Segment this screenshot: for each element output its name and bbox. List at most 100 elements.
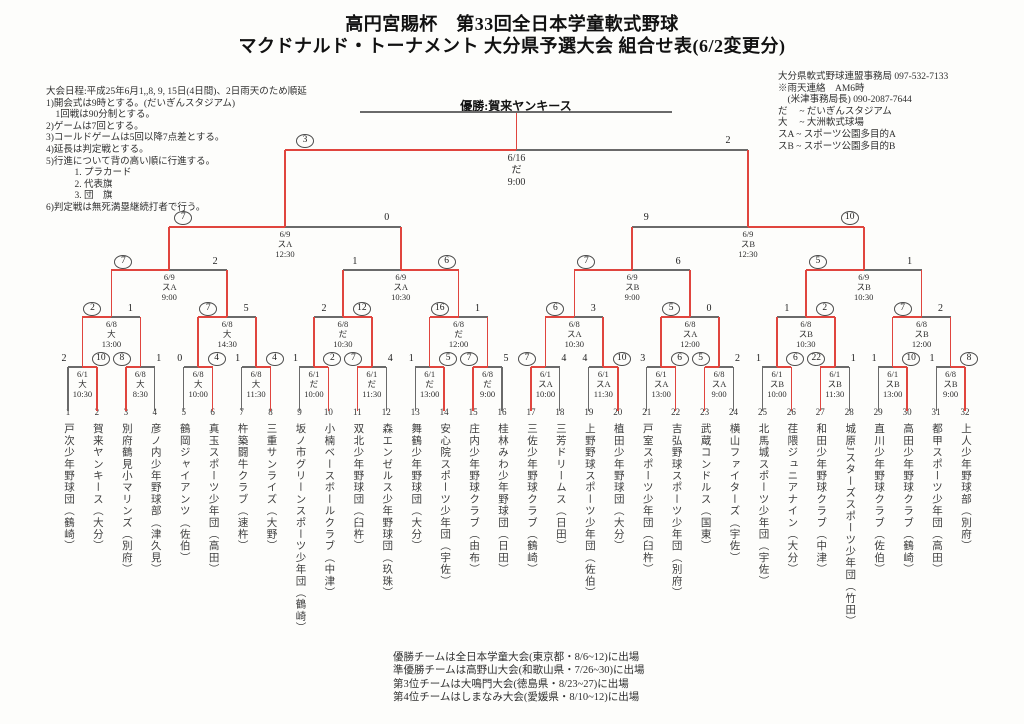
team-name: 吉弘野球スポーツ少年団（別府）	[670, 423, 682, 599]
bracket-line-v	[67, 367, 69, 411]
game-info: 6/1 スB 13:00	[882, 369, 903, 399]
game-info: 6/8 スA 9:00	[711, 369, 727, 399]
game-info: 6/8 大 14:30	[217, 319, 237, 349]
game-score: 1	[127, 303, 133, 314]
page-title: 高円宮賜杯 第33回全日本学童軟式野球 マクドナルド・トーナメント 大分県予選大…	[0, 13, 1024, 57]
game-score: 2	[938, 303, 944, 314]
bracket-line-h	[313, 366, 329, 368]
bracket-line-h	[574, 316, 604, 318]
bracket-line-v	[371, 317, 373, 367]
team-number: 2	[94, 407, 100, 417]
champion-line-h	[360, 111, 672, 113]
team-number: 26	[786, 407, 796, 417]
bracket-line-h	[661, 316, 691, 318]
team-number: 18	[555, 407, 565, 417]
game-score-winner: 3	[296, 134, 314, 148]
bracket-line-v	[530, 367, 532, 411]
game-info: 6/8 スB 10:30	[796, 319, 816, 349]
game-info: 6/8 だ 12:00	[448, 319, 469, 349]
bracket-line-h	[719, 366, 734, 368]
bracket-line-v	[833, 317, 836, 367]
bracket-line-h	[574, 269, 633, 271]
bracket-line-h	[588, 366, 604, 368]
game-info: 6/8 スA 12:00	[680, 319, 700, 349]
game-score: 5	[503, 353, 509, 364]
game-score-winner: 10	[840, 211, 859, 225]
tournament-rules-note: 大会日程:平成25年6月1,,8, 9, 15日(4日間)、2日雨天のため順延 …	[46, 87, 307, 213]
team-name: 舞鶴少年野球団（大分）	[410, 423, 422, 552]
bracket-line-v	[616, 367, 619, 411]
bracket-line-v	[790, 367, 793, 411]
bracket-line-h	[82, 316, 112, 318]
bracket-line-v	[168, 227, 171, 270]
bracket-line-h	[198, 316, 228, 318]
game-info: 6/9 スB 12:30	[738, 229, 758, 259]
bracket-line-h	[415, 366, 430, 368]
bracket-line-v	[443, 367, 445, 411]
bracket-line-v	[776, 317, 778, 367]
bracket-line-h	[661, 366, 676, 368]
game-score-winner: 6	[670, 352, 689, 366]
bracket-line-h	[400, 269, 459, 271]
bracket-line-h	[776, 316, 806, 318]
game-info: 6/8 だ 9:00	[479, 369, 496, 399]
game-score: 1	[475, 303, 481, 314]
game-info: 6/9 スA 9:00	[161, 272, 177, 302]
game-info: 6/1 スA 10:00	[535, 369, 556, 399]
game-score: 1	[755, 353, 761, 364]
bracket-line-v	[862, 227, 865, 270]
team-number: 11	[353, 407, 362, 417]
game-score: 0	[177, 353, 183, 364]
game-score-winner: 7	[114, 255, 133, 269]
team-name: 三佐少年野球クラブ（鶴崎）	[525, 423, 537, 576]
game-score-winner: 10	[902, 352, 921, 366]
team-number: 20	[613, 407, 623, 417]
game-score-winner: 5	[439, 352, 458, 366]
bracket-line-v	[689, 270, 691, 317]
bracket-line-h	[878, 366, 893, 368]
team-number: 24	[729, 407, 738, 417]
team-name: 武蔵コンドルス（国東）	[699, 423, 711, 552]
team-name: 戸次少年野球団（鶴崎）	[63, 423, 74, 552]
game-score: 1	[907, 256, 913, 267]
team-name: 植田少年野球団（大分）	[612, 423, 624, 552]
team-number: 9	[297, 407, 302, 417]
bracket-line-h	[646, 366, 662, 368]
bracket-line-v	[703, 367, 706, 411]
bracket-line-h	[82, 366, 97, 368]
bracket-line-h	[863, 269, 922, 271]
bracket-line-v	[298, 367, 301, 411]
team-number: 8	[268, 407, 273, 417]
game-info: 6/1 大 10:30	[72, 369, 93, 399]
bracket-line-v	[342, 270, 344, 317]
bracket-line-h	[125, 366, 141, 368]
bracket-line-v	[428, 317, 431, 367]
bracket-line-v	[356, 367, 359, 411]
bracket-line-v	[313, 317, 315, 367]
bracket-line-h	[936, 366, 951, 368]
bracket-line-h	[111, 269, 170, 271]
team-name: 別府鶴見小マリンズ（別府）	[120, 423, 132, 576]
bracket-line-v	[949, 317, 952, 367]
team-number: 14	[439, 407, 449, 417]
bracket-line-h	[892, 366, 908, 368]
bracket-line-h	[892, 316, 922, 318]
game-score: 6	[675, 256, 681, 267]
bracket-line-v	[718, 317, 720, 367]
team-number: 15	[468, 407, 478, 417]
game-score: 2	[735, 353, 740, 364]
game-score-winner: 6	[437, 255, 456, 269]
team-name: 北馬城スポーツ少年団（宇佐）	[757, 423, 769, 587]
game-info: 6/16 だ 9:00	[507, 153, 526, 188]
game-info: 6/8 スB 9:00	[942, 369, 959, 399]
team-number: 17	[526, 407, 536, 417]
bracket-line-v	[197, 317, 199, 367]
team-name: 賀来ヤンキース（大分）	[91, 423, 103, 552]
team-number: 1	[65, 407, 71, 417]
team-name: 桂林みわ少年野球団（日田）	[497, 423, 509, 576]
game-score-winner: 7	[460, 352, 479, 366]
bracket-line-h	[632, 226, 748, 228]
bracket-line-h	[545, 316, 575, 318]
title-line1: 高円宮賜杯 第33回全日本学童軟式野球	[345, 14, 679, 34]
bracket-line-v	[81, 317, 84, 367]
